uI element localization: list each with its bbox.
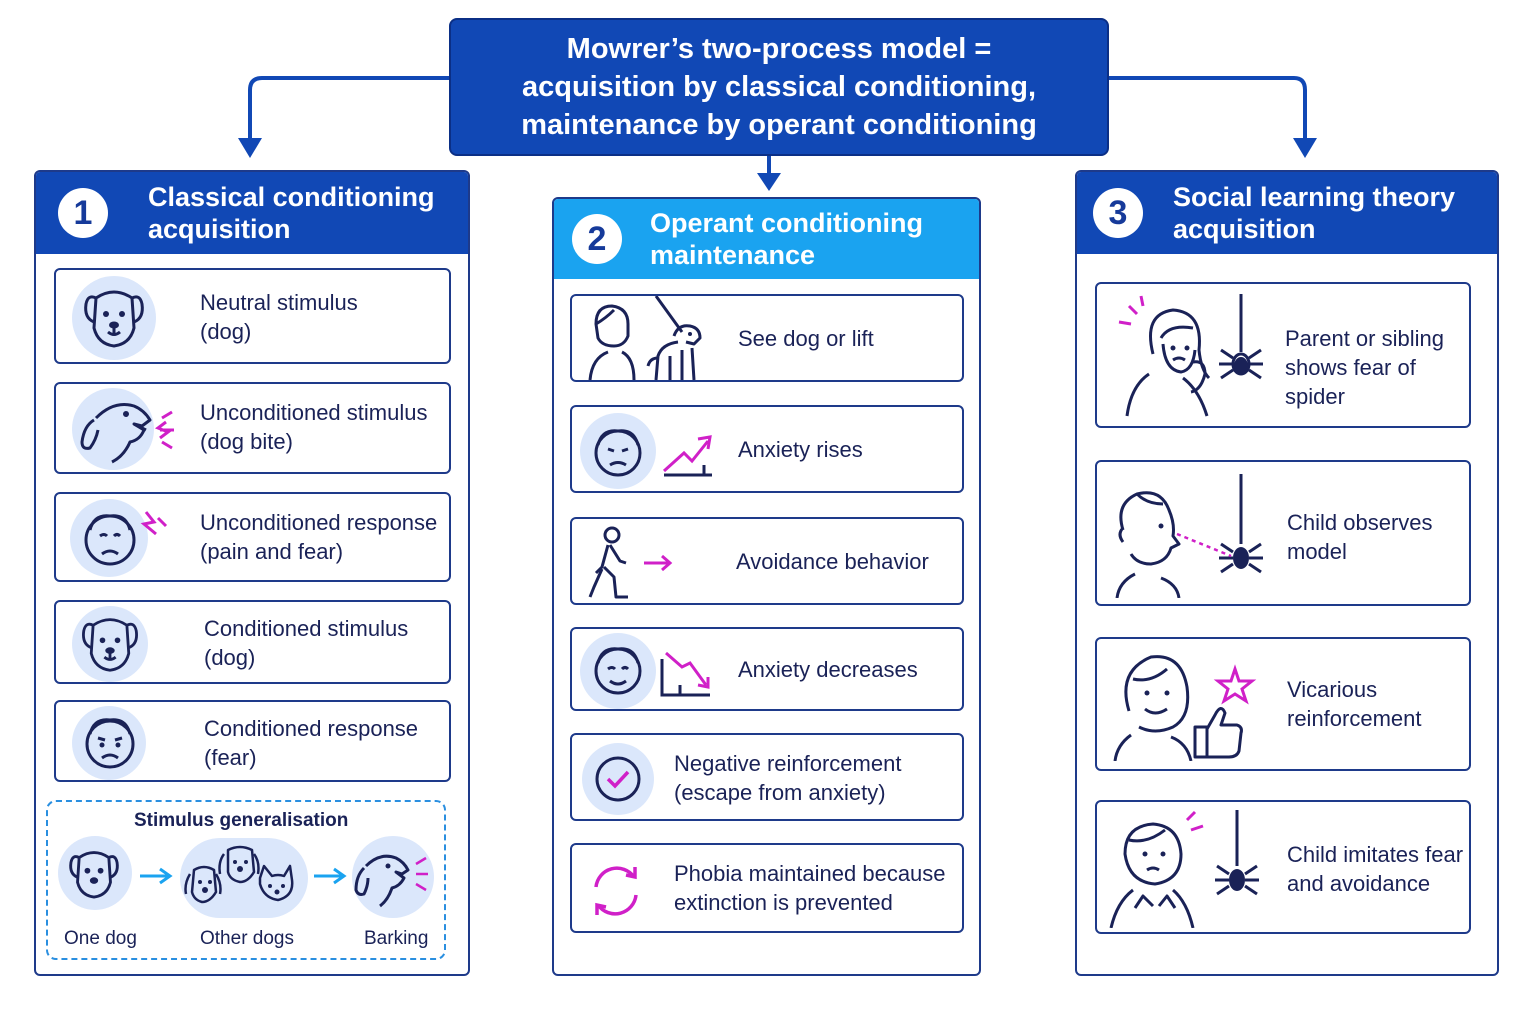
arrow-icon — [140, 867, 173, 885]
card-label-line-1: Child observes — [1287, 510, 1433, 535]
panel-2-header: 2 Operant conditioning maintenance — [554, 199, 979, 279]
panel-1-title-line-2: acquisition — [148, 214, 291, 244]
card-label-line-2: (dog) — [200, 319, 252, 344]
panel-3-header: 3 Social learning theory acquisition — [1077, 172, 1497, 254]
card-label-line-1: See dog or lift — [738, 326, 874, 351]
card-negative-reinforcement: Negative reinforcement (escape from anxi… — [570, 733, 964, 821]
generalisation-item-other-dogs: Other dogs — [200, 928, 294, 949]
anxiety-decrease-icon — [594, 647, 710, 697]
walking-person-icon — [588, 526, 673, 599]
card-label-line-1: Parent or sibling — [1285, 326, 1444, 351]
card-label-line-1: Vicarious — [1287, 677, 1378, 702]
card-label-line-1: Anxiety decreases — [738, 657, 918, 682]
card-label-line-1: Phobia maintained because — [674, 861, 946, 886]
panel-2-title-line-1: Operant conditioning — [650, 208, 923, 238]
card-anxiety-decreases: Anxiety decreases — [570, 627, 964, 711]
one-dog-icon — [69, 851, 119, 899]
card-label-line-2: (escape from anxiety) — [674, 780, 886, 805]
hurt-face-icon — [84, 511, 168, 566]
anxiety-rise-icon — [594, 429, 712, 477]
card-label-line-2: extinction is prevented — [674, 890, 893, 915]
card-label-line-1: Unconditioned response — [200, 510, 438, 535]
panel-1-title-line-1: Classical conditioning — [148, 182, 435, 212]
dog-face-icon — [82, 618, 138, 672]
card-label-line-2: (dog) — [204, 645, 256, 670]
arrow-to-panel-1 — [248, 76, 449, 140]
card-anxiety-rises: Anxiety rises — [570, 405, 964, 493]
card-label-line-1: Conditioned stimulus — [204, 616, 409, 641]
card-label-line-1: Anxiety rises — [738, 437, 863, 462]
card-parent-shows-fear: Parent or sibling shows fear of spider — [1095, 282, 1471, 428]
card-label-line-2: (pain and fear) — [200, 539, 344, 564]
panel-3-title-line-1: Social learning theory — [1173, 182, 1456, 212]
title-line-1: Mowrer’s two-process model = — [566, 33, 992, 65]
panel-2-number: 2 — [572, 214, 622, 264]
worried-face-icon — [85, 718, 135, 769]
card-unconditioned-response: Unconditioned response (pain and fear) — [54, 492, 451, 582]
card-label-line-1: Neutral stimulus — [200, 290, 358, 315]
card-conditioned-response: Conditioned response (fear) — [54, 700, 451, 782]
dog-face-icon — [84, 290, 144, 348]
card-label-line-2: model — [1287, 539, 1347, 564]
card-label-line-2: (fear) — [204, 745, 257, 770]
parent-spider-icon — [1118, 294, 1263, 417]
card-label-line-1: Unconditioned stimulus — [200, 400, 428, 425]
panel-1-number: 1 — [58, 188, 108, 238]
child-imitate-icon — [1109, 810, 1259, 928]
child-observe-icon — [1115, 474, 1263, 598]
card-child-observes: Child observes model — [1095, 460, 1471, 606]
card-label-line-1: Negative reinforcement — [674, 751, 902, 776]
title-line-3: maintenance by operant conditioning — [521, 109, 1037, 141]
stimulus-generalisation-box — [46, 800, 446, 960]
card-child-imitates: Child imitates fear and avoidance — [1095, 800, 1471, 934]
barking-dog-icon — [354, 854, 428, 908]
card-see-dog-or-lift: See dog or lift — [570, 294, 964, 382]
card-label-line-1: Avoidance behavior — [736, 549, 929, 574]
panel-1-header: 1 Classical conditioning acquisition — [36, 172, 468, 254]
panel-3-title-line-2: acquisition — [1173, 214, 1316, 244]
model-title-box: Mowrer’s two-process model = acquisition… — [449, 18, 1109, 156]
card-neutral-stimulus: Neutral stimulus (dog) — [54, 268, 451, 364]
arrow-icon — [314, 867, 347, 885]
card-label-line-1: Conditioned response — [204, 716, 419, 741]
arrow-to-panel-3 — [1109, 76, 1307, 140]
card-label-line-2: (dog bite) — [200, 429, 293, 454]
generalisation-item-barking: Barking — [364, 928, 429, 949]
cycle-icon — [594, 866, 638, 916]
panel-2-title-line-2: maintenance — [650, 240, 816, 270]
card-label-line-2: shows fear of spider — [1285, 355, 1416, 409]
card-label-line-2: and avoidance — [1287, 871, 1431, 896]
panel-3-number: 3 — [1093, 188, 1143, 238]
card-label-line-1: Child imitates fear — [1287, 842, 1464, 867]
card-avoidance-behavior: Avoidance behavior — [570, 517, 964, 605]
person-dog-icon — [588, 296, 702, 381]
generalisation-title: Stimulus generalisation — [134, 810, 349, 831]
card-conditioned-stimulus: Conditioned stimulus (dog) — [54, 600, 451, 684]
title-line-2: acquisition by classical conditioning, — [521, 71, 1037, 103]
check-icon — [595, 756, 641, 802]
barking-dog-icon — [80, 403, 174, 464]
card-unconditioned-stimulus: Unconditioned stimulus (dog bite) — [54, 382, 451, 474]
card-label-line-2: reinforcement — [1287, 706, 1422, 731]
other-dogs-icon — [184, 845, 294, 904]
card-vicarious-reinforcement: Vicarious reinforcement — [1095, 637, 1471, 771]
generalisation-item-one-dog: One dog — [64, 928, 137, 949]
thumbs-up-icon — [1113, 655, 1257, 761]
card-phobia-maintained: Phobia maintained because extinction is … — [570, 843, 964, 933]
